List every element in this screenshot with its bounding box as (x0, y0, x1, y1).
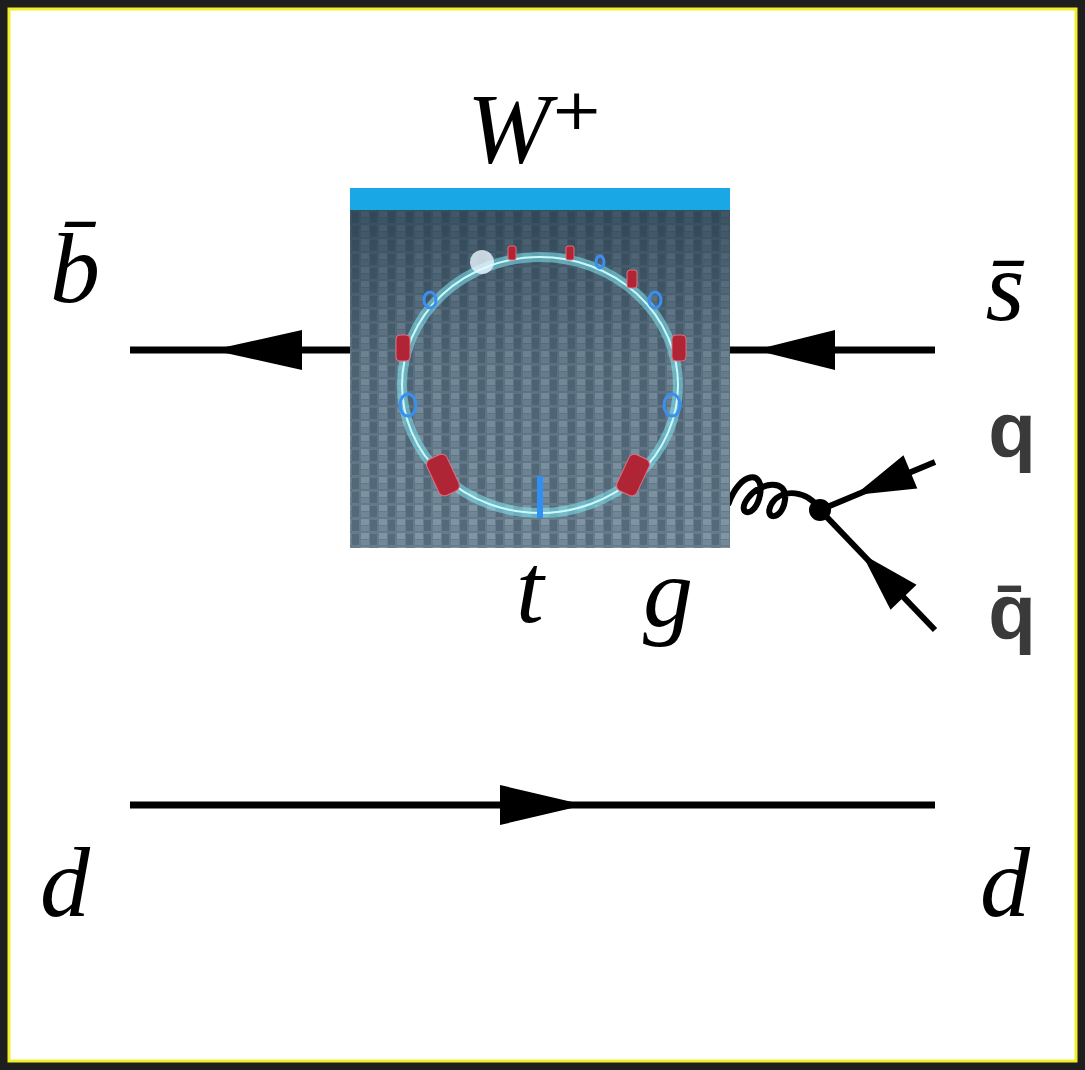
arrowhead (500, 785, 585, 825)
label-text: d (980, 827, 1030, 938)
particle-label: t (516, 531, 544, 646)
particle-label: b̄ (50, 211, 100, 326)
label-text: q (988, 386, 1036, 474)
label-text: q̄ (988, 568, 1036, 656)
label-text: s̄ (986, 231, 1025, 342)
arrowhead (848, 455, 917, 511)
label-text: g (643, 537, 693, 648)
arrowhead (755, 330, 835, 370)
boson-label: W⁺ (467, 71, 603, 186)
arrowhead (849, 542, 917, 610)
gluon-line (728, 477, 820, 516)
particle-label: q̄ (988, 567, 1036, 658)
particle-label: q (988, 385, 1036, 476)
label-text: b̄ (50, 213, 100, 324)
ring-illustration (350, 188, 730, 548)
antiquark-line (820, 510, 935, 630)
particle-label: d (40, 825, 90, 940)
particle-label: g (643, 535, 693, 650)
label-text: W⁺ (467, 73, 603, 184)
particle-label: d (980, 825, 1030, 940)
label-text: d (40, 827, 90, 938)
vertex-dot (809, 499, 831, 521)
particle-label: s̄ (986, 229, 1025, 344)
arrowhead (212, 330, 302, 370)
label-text: t (516, 533, 544, 644)
frame (9, 9, 1076, 1061)
